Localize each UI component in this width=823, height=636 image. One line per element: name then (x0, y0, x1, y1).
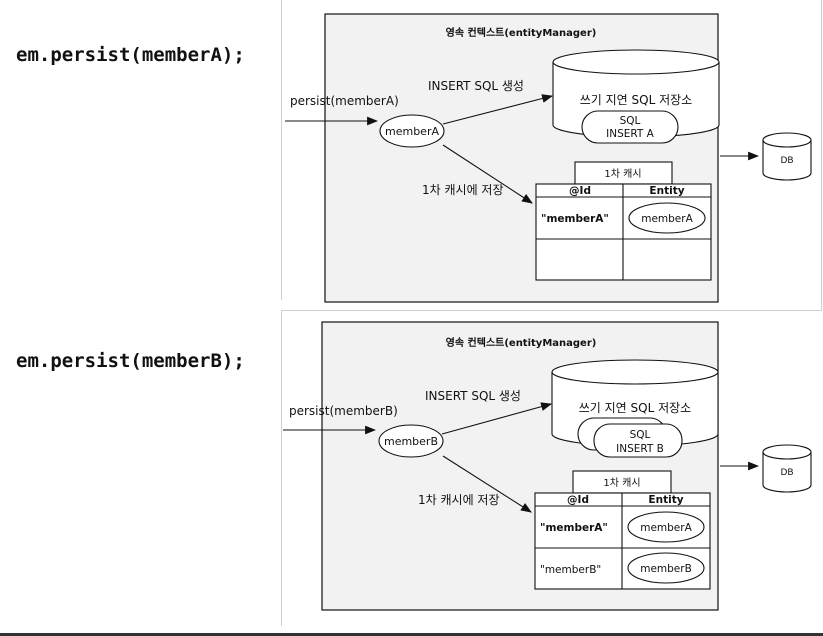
row-1-id: "memberA" (541, 213, 609, 225)
col-entity-header: Entity (649, 185, 684, 197)
insert-sql-arrow (441, 402, 553, 435)
db-label: DB (780, 468, 793, 478)
row-2-entity-node (627, 552, 705, 584)
separator-left-lower (281, 310, 282, 626)
entity-node: memberA (379, 114, 445, 148)
row-2-entity: memberB (640, 563, 692, 575)
col-id-header: @Id (567, 494, 589, 506)
entity-node: memberB (378, 424, 444, 458)
row-1-entity: memberA (641, 213, 693, 225)
sql-item-line1: SQL (630, 429, 651, 441)
persist-diagram-b: 영속 컨텍스트(entityManager) persist(memberB) … (283, 321, 812, 611)
cache-title: 1차 캐시 (603, 477, 640, 489)
insert-sql-label: INSERT SQL 생성 (428, 79, 524, 93)
col-entity-header: Entity (648, 494, 683, 506)
panel-divider (282, 310, 822, 311)
row-2-id: "memberB" (540, 564, 601, 576)
insert-sql-label: INSERT SQL 생성 (425, 389, 521, 403)
cache-store-label: 1차 캐시에 저장 (418, 493, 500, 507)
persist-call-label: persist(memberA) (290, 94, 399, 108)
sql-item-line2: INSERT B (616, 443, 664, 455)
first-level-cache: 1차 캐시 @Id Entity "memberA" memberA "memb… (534, 470, 711, 590)
db-cylinder: DB (762, 444, 812, 493)
sql-store-label: 쓰기 지연 SQL 저장소 (580, 93, 692, 107)
sql-item (581, 110, 679, 144)
row-1-entity-node (627, 511, 705, 543)
row-1-id: "memberA" (540, 522, 608, 534)
sql-item-line1: SQL (620, 115, 641, 127)
insert-sql-arrow (442, 94, 554, 125)
db-cylinder: DB (762, 132, 812, 181)
db-label: DB (780, 156, 793, 166)
persist-call-label: persist(memberB) (289, 404, 398, 418)
col-id-header: @Id (569, 185, 591, 197)
cache-store-arrow (442, 455, 532, 513)
code-line-persist-a: em.persist(memberA); (16, 44, 245, 66)
bottom-rule (0, 633, 823, 636)
code-line-persist-b: em.persist(memberB); (16, 350, 245, 372)
separator-left (281, 0, 282, 300)
context-title: 영속 컨텍스트(entityManager) (446, 26, 597, 39)
persist-diagram-a: 영속 컨텍스트(entityManager) persist(memberA) … (285, 13, 812, 303)
sql-store-cylinder: 쓰기 지연 SQL 저장소 SQL INSERT A (552, 49, 720, 144)
sql-store-cylinder: 쓰기 지연 SQL 저장소 SQL INSERT B (551, 359, 719, 458)
entity-node-label: memberB (384, 435, 438, 448)
separator-right (821, 0, 822, 310)
cache-store-label: 1차 캐시에 저장 (422, 183, 504, 197)
entity-node-label: memberA (385, 125, 439, 138)
context-title: 영속 컨텍스트(entityManager) (446, 336, 597, 349)
sql-item (593, 423, 683, 458)
first-level-cache: 1차 캐시 @Id Entity "memberA" memberA (535, 161, 712, 281)
row-1-entity: memberA (640, 522, 692, 534)
sql-item-line2: INSERT A (606, 128, 655, 140)
row-1-entity-node (628, 202, 706, 234)
cache-title: 1차 캐시 (604, 168, 641, 180)
sql-store-label: 쓰기 지연 SQL 저장소 (579, 401, 691, 415)
cache-store-arrow (442, 144, 533, 204)
